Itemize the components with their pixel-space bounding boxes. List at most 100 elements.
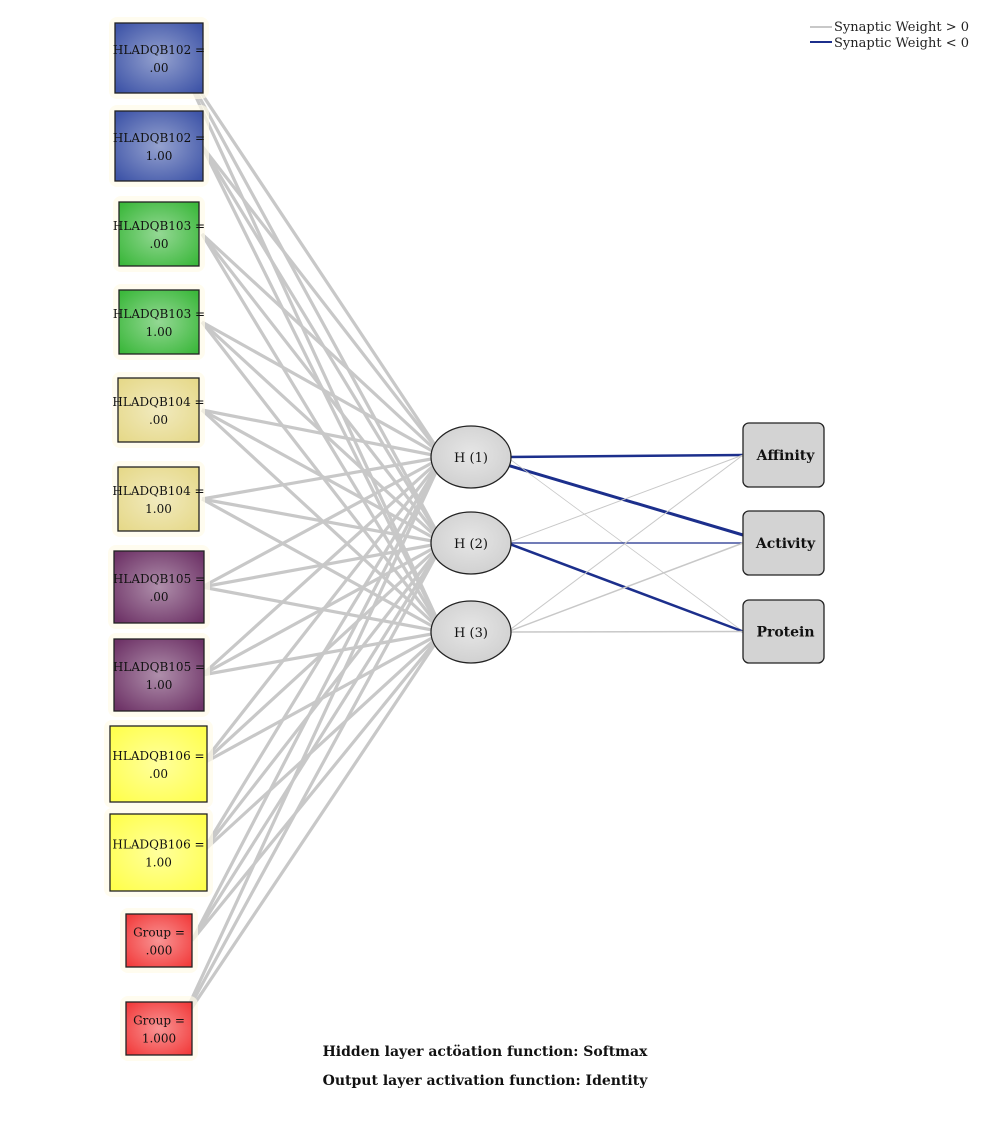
input-hidden-edge — [190, 542, 445, 942]
input-node-name: HLADQB106 = — [112, 749, 204, 763]
hidden-node-ellipse — [430, 511, 512, 575]
output-node: Activity — [742, 510, 825, 576]
hidden-output-edge-positive — [506, 542, 744, 633]
input-node-name: HLADQB105 = — [113, 660, 205, 674]
input-node: HLADQB104 = 1.00 — [112, 461, 205, 537]
input-node-name: Group = — [133, 1014, 185, 1028]
hidden-output-edge-positive — [506, 456, 744, 632]
hidden-node-label: H (2) — [454, 537, 488, 552]
input-hidden-edge — [176, 57, 445, 458]
output-node-box — [742, 599, 825, 664]
hidden-output-edge-negative — [506, 453, 744, 459]
input-node-value: .00 — [149, 61, 168, 75]
input-node: HLADQB105 = 1.00 — [108, 633, 210, 717]
input-node-box — [117, 377, 200, 443]
input-node-name: HLADQB102 = — [113, 43, 205, 57]
input-hidden-edge — [190, 456, 445, 942]
input-node-box — [118, 201, 200, 267]
input-hidden-edge — [201, 455, 444, 589]
output-node: Affinity — [742, 422, 825, 488]
output-activation-caption: Output layer activation function: Identi… — [322, 1073, 648, 1089]
input-node-value: 1.00 — [146, 149, 173, 163]
input-node: Group = .000 — [120, 908, 198, 973]
input-node: HLADQB105 = .00 — [108, 545, 210, 629]
input-node: HLADQB104 = .00 — [112, 372, 205, 448]
output-node: Protein — [742, 599, 825, 664]
hidden-output-connections — [506, 453, 744, 633]
hidden-layer: H (1) H (2) H (3) — [430, 425, 512, 664]
input-hidden-edge — [200, 232, 445, 459]
input-node-box — [117, 466, 200, 532]
hidden-node: H (3) — [430, 600, 512, 664]
input-node-name: HLADQB102 = — [113, 131, 205, 145]
input-hidden-edge — [176, 57, 445, 544]
output-node-label: Protein — [756, 625, 814, 641]
input-node-name: HLADQB105 = — [113, 572, 205, 586]
hidden-node-ellipse — [430, 600, 512, 664]
input-hidden-edge — [201, 455, 444, 501]
hidden-node: H (1) — [430, 425, 512, 489]
legend: Synaptic Weight > 0 Synaptic Weight < 0 — [810, 20, 969, 51]
legend-positive-label: Synaptic Weight > 0 — [834, 20, 969, 35]
input-node-value: 1.00 — [145, 502, 172, 516]
hidden-node-label: H (1) — [454, 451, 488, 466]
input-node-value: 1.00 — [146, 678, 173, 692]
legend-negative-label: Synaptic Weight < 0 — [834, 36, 969, 51]
input-hidden-connections — [176, 57, 445, 1030]
input-node-box — [125, 913, 193, 968]
output-node-label: Affinity — [756, 448, 816, 464]
input-node-name: Group = — [133, 926, 185, 940]
input-node: HLADQB106 = 1.00 — [104, 808, 213, 897]
hidden-output-edge-positive — [506, 630, 744, 633]
hidden-node-label: H (3) — [454, 626, 488, 641]
input-node-box — [114, 22, 204, 94]
input-node-name: HLADQB104 = — [112, 484, 204, 498]
hidden-node-ellipse — [430, 425, 512, 489]
input-node-name: HLADQB106 = — [112, 838, 204, 852]
input-hidden-edge — [200, 456, 445, 765]
input-node-name: HLADQB104 = — [112, 395, 204, 409]
input-hidden-edge — [201, 320, 444, 459]
input-hidden-edge — [176, 542, 445, 1030]
input-node-name: HLADQB103 = — [113, 307, 205, 321]
input-node-box — [118, 289, 200, 355]
hidden-output-edge-positive — [506, 454, 744, 633]
input-node: HLADQB102 = 1.00 — [109, 105, 209, 187]
input-node-value: .000 — [146, 944, 173, 958]
input-node: HLADQB103 = 1.00 — [113, 284, 205, 360]
output-node-box — [742, 422, 825, 488]
input-node-value: .00 — [149, 413, 168, 427]
hidden-output-edge-negative — [506, 463, 744, 537]
input-node-box — [113, 638, 205, 712]
input-hidden-edge — [176, 631, 445, 1030]
input-node-box — [109, 813, 208, 892]
input-node-value: 1.000 — [142, 1032, 176, 1046]
input-hidden-edge — [200, 455, 445, 677]
hidden-activation-caption: Hidden layer actöation function: Softmax — [322, 1044, 648, 1060]
input-node-box — [125, 1001, 193, 1056]
input-hidden-edge — [200, 456, 445, 854]
input-node: HLADQB103 = .00 — [113, 196, 205, 272]
input-hidden-edge — [200, 145, 445, 458]
output-node-box — [742, 510, 825, 576]
hidden-output-edge-positive — [506, 454, 744, 544]
hidden-node: H (2) — [430, 511, 512, 575]
input-node-value: 1.00 — [145, 856, 172, 870]
input-hidden-edge — [200, 542, 445, 854]
input-node-value: 1.00 — [146, 325, 173, 339]
input-node-name: HLADQB103 = — [113, 219, 205, 233]
output-node-label: Activity — [755, 536, 816, 552]
input-hidden-edge — [201, 408, 444, 459]
input-hidden-edge — [190, 630, 445, 942]
input-node-box — [113, 550, 205, 624]
input-node: Group = 1.000 — [120, 996, 198, 1061]
input-node-value: .00 — [149, 237, 168, 251]
input-hidden-edge — [200, 630, 445, 854]
input-node: HLADQB106 = .00 — [104, 720, 213, 808]
input-node-value: .00 — [149, 767, 168, 781]
input-node-value: .00 — [149, 590, 168, 604]
